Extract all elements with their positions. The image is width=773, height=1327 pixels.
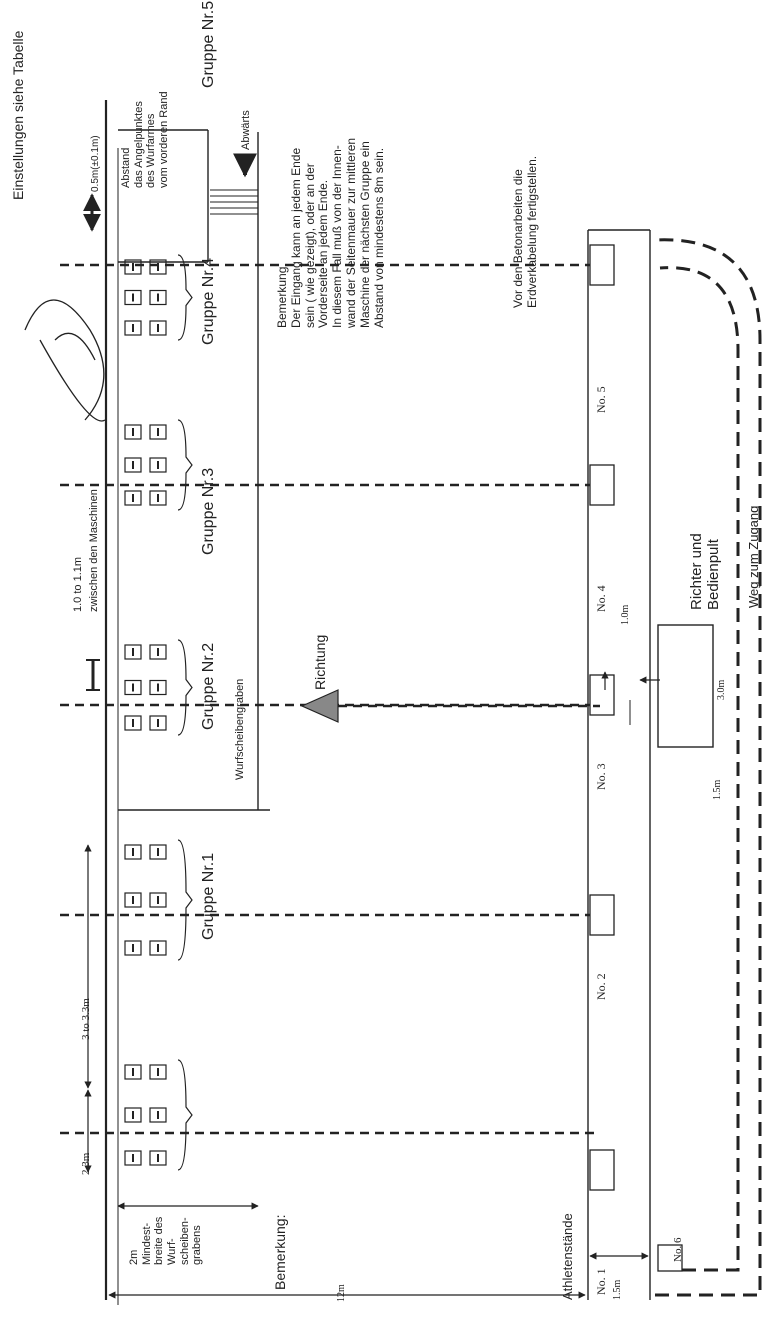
remark-cabling-note: Vor den Betonarbeiten die Erdverkabelung… [511,155,539,308]
trap-machine [124,259,142,275]
stand-label-3: No. 3 [594,763,608,790]
downward-label: Abwärts [240,110,252,150]
pivot-distance-note: Abstand das Angelpunktes des Wurfarmes v… [120,91,170,188]
dimension-3-to-3-3m: 3 to 3.3m [80,998,92,1040]
trap-machine [149,457,167,473]
trap-machine [124,679,142,696]
trap-machine [149,715,167,731]
remark-entrance-note: Bemerkung Der Eingang kann an jedem Ende… [275,137,386,328]
stand-label-5: No. 5 [594,386,608,413]
trap-machine [124,490,142,506]
group-brace [177,254,193,341]
dimension-2-3m: 2.3m [80,1152,92,1175]
offset-dimension: 0.5m(±0.1m) [90,135,101,192]
stand-box [589,894,615,936]
trap-machine [124,457,142,473]
group-brace [177,419,193,511]
athlete-stands-label: Athletenstände [560,1213,575,1300]
trap-machine [124,1107,142,1123]
trap-machine [149,1107,167,1123]
trap-machine [149,644,167,660]
remark-heading: Bemerkung: [272,1214,288,1290]
trap-machine [124,1150,142,1166]
judge-desk-label: Richter und Bedienpult [688,533,723,610]
judge-desk-width: 1.5m [712,779,723,800]
group-label-1: Gruppe Nr.1 [200,852,217,940]
trap-machine [124,844,142,860]
stand-label-6: No. 6 [672,1237,684,1262]
stand-box [589,244,615,286]
group-label-4: Gruppe Nr.4 [200,257,217,345]
stand-label-1: No. 1 [594,1268,608,1295]
trap-machine [149,892,167,908]
trap-machine [149,844,167,860]
trap-machine [124,289,142,306]
stand-label-4: No. 4 [594,585,608,612]
stand-gap-dimension: 1.0m [620,604,631,625]
trap-machine [149,424,167,440]
group-label-5: Gruppe Nr.5 [200,0,217,88]
group-brace [177,1059,193,1171]
trap-machine [149,490,167,506]
stand-box [589,674,615,716]
trap-machine [124,320,142,336]
trap-machine [149,1150,167,1166]
walkway-dimension: 1.5m [612,1279,623,1300]
trap-machine [149,940,167,956]
stand-label-2: No. 2 [594,973,608,1000]
trap-machine [149,679,167,696]
group-label-3: Gruppe Nr.3 [200,467,217,555]
trap-machine [124,424,142,440]
judge-desk-depth: 3.0m [716,679,727,700]
trap-machine [149,320,167,336]
total-dimension-12m: 12m [336,1284,347,1302]
trap-machine [149,259,167,275]
machine-spacing-label: zwischen den Maschinen [88,489,100,612]
stand-box [589,464,615,506]
stand-box-6 [657,1244,683,1272]
direction-label: Richtung [312,634,328,690]
group-label-2: Gruppe Nr.2 [200,642,217,730]
diagram-title: Einstellungen siehe Tabelle [10,30,26,200]
trap-machine [124,892,142,908]
group-brace [177,839,193,961]
judge-desk [657,624,714,748]
access-path-label: Weg zum Zugang [746,505,761,608]
trap-machine [149,1064,167,1080]
group-brace [177,639,193,736]
trench-label: Wurfscheibengraben [234,678,246,780]
trap-machine [124,1064,142,1080]
trench-width-note: 2m Mindest- breite des Wurf- scheiben- g… [128,1216,204,1265]
trap-machine [124,940,142,956]
machine-spacing-value: 1.0 to 1.1m [72,556,84,612]
stand-box [589,1149,615,1191]
trap-machine [149,289,167,306]
trap-machine [124,644,142,660]
dynamic-marks [60,244,714,1272]
trap-machine [124,715,142,731]
